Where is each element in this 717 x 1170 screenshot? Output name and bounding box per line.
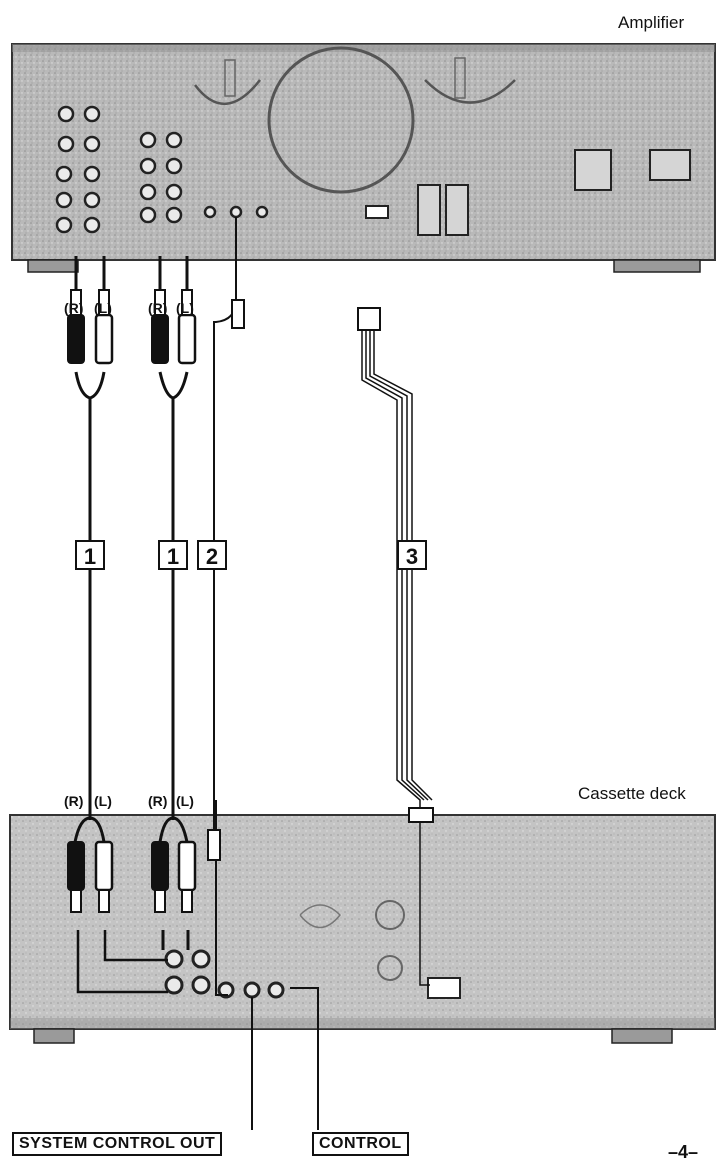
bottom-leader-lines xyxy=(251,987,319,1130)
amplifier-title: Amplifier xyxy=(618,13,685,32)
mini-plug-icon xyxy=(231,299,245,329)
cable-number-2: 2 xyxy=(197,540,227,570)
plug-label-r: (R) xyxy=(64,300,84,316)
cable-number-1: 1 xyxy=(75,540,105,570)
cable-number-1: 1 xyxy=(158,540,188,570)
cable-number-3: 3 xyxy=(397,540,427,570)
amplifier-rear-panel xyxy=(11,43,716,273)
flat-connector-icon xyxy=(357,307,381,331)
cable-3-flat xyxy=(361,330,433,986)
mini-plug-icon xyxy=(207,829,221,861)
rca-plug-white-icon xyxy=(177,289,197,365)
plug-label-l: (L) xyxy=(94,300,112,316)
rca-plug-red-icon xyxy=(67,289,85,364)
system-control-out-label: SYSTEM CONTROL OUT xyxy=(12,1132,223,1156)
plug-label-r: (R) xyxy=(148,793,168,809)
rca-plug-red-icon xyxy=(151,289,169,364)
rca-plug-white-icon xyxy=(94,289,114,365)
cassette-deck-title: Cassette deck xyxy=(578,784,686,803)
rca-plug-red-icon xyxy=(67,841,85,913)
plug-label-l: (L) xyxy=(176,793,194,809)
flat-connector-icon xyxy=(408,807,434,823)
plug-label-l: (L) xyxy=(94,793,112,809)
rca-plug-red-icon xyxy=(151,841,169,913)
plug-label-r: (R) xyxy=(148,300,168,316)
plug-label-r: (R) xyxy=(64,793,84,809)
rca-plug-white-icon xyxy=(94,840,114,913)
cable-set-1-right xyxy=(158,256,190,950)
cable-set-1-left xyxy=(73,256,168,994)
page-number: –4– xyxy=(668,1142,699,1162)
control-label: CONTROL xyxy=(312,1132,409,1156)
plug-label-l: (L) xyxy=(176,300,194,316)
rca-plug-white-icon xyxy=(177,840,197,913)
cassette-deck-rear-panel xyxy=(9,814,716,1044)
